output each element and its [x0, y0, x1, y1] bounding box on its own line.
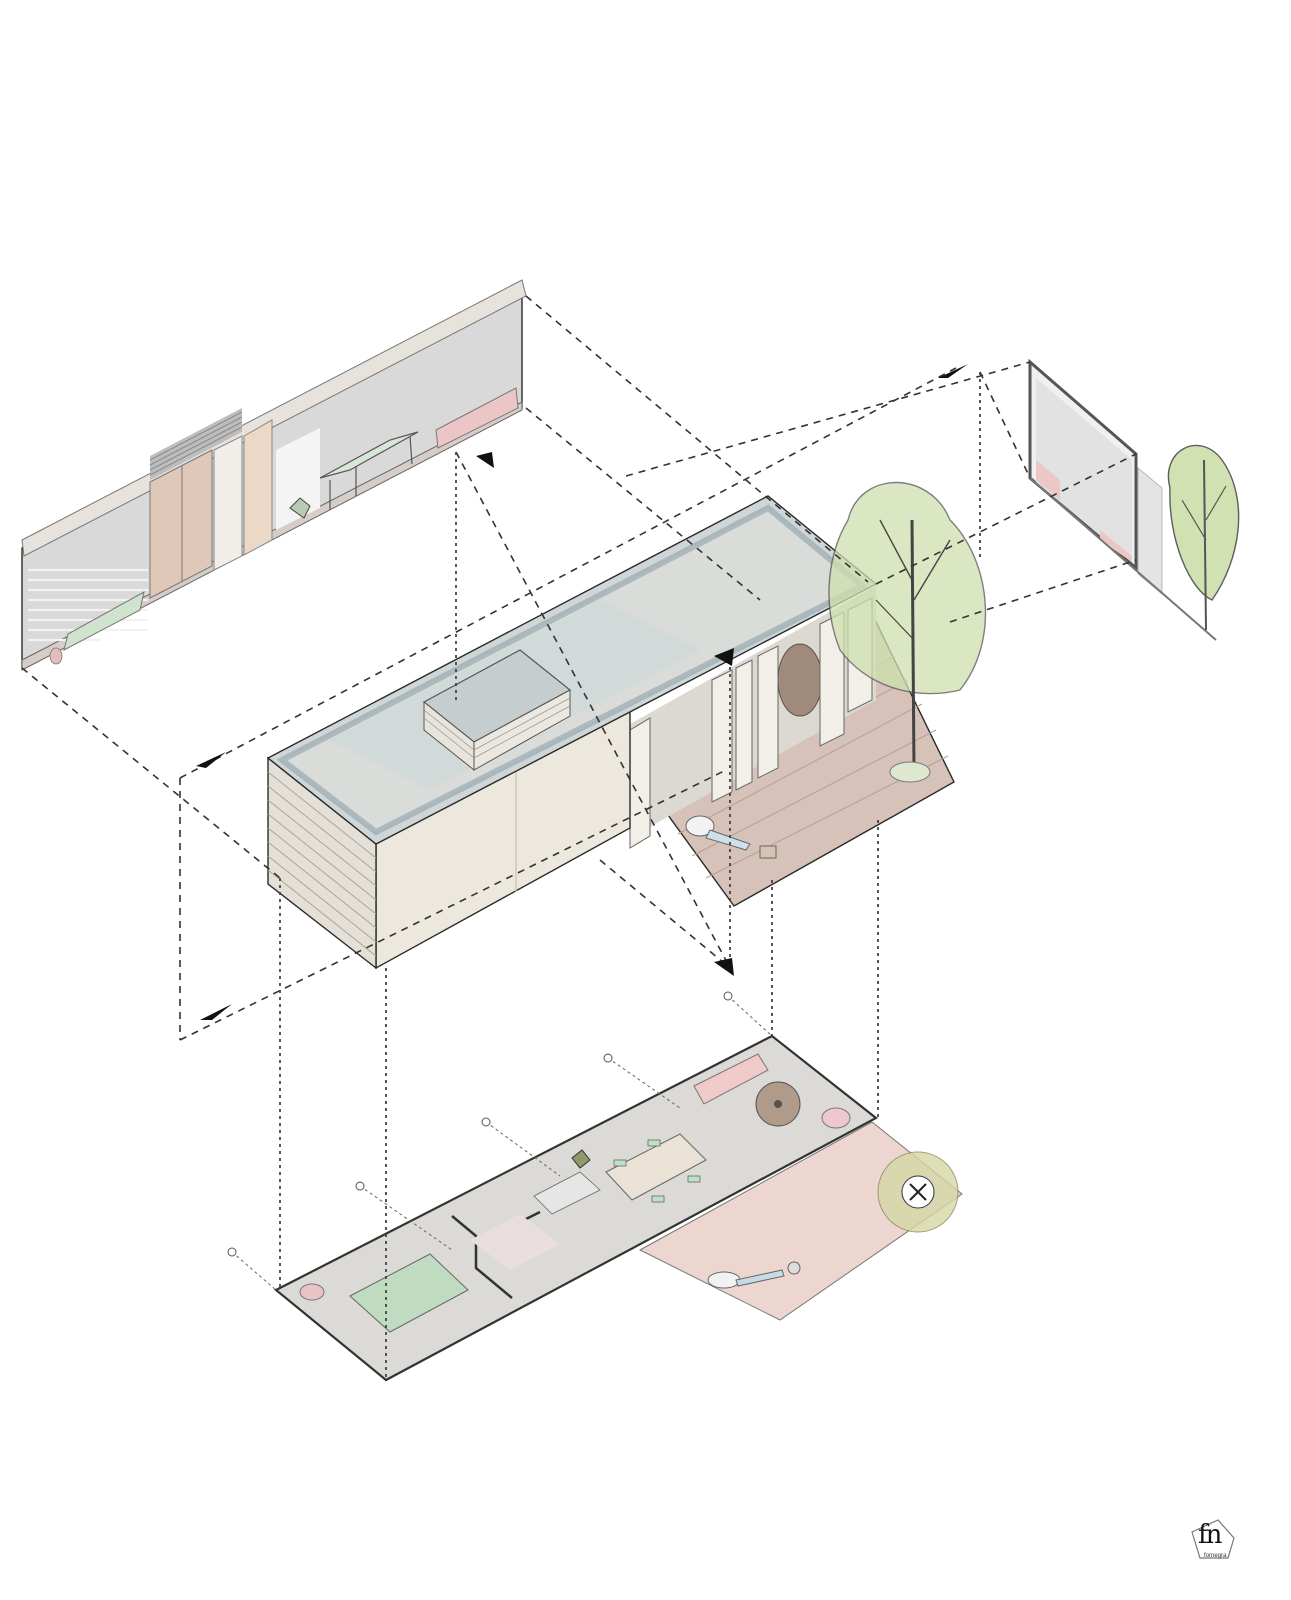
marker-icon	[355, 1181, 365, 1191]
logo-mark-icon	[1191, 1519, 1235, 1559]
marker-icon	[481, 1117, 491, 1127]
section-markers	[196, 364, 968, 1020]
section-arrow-icon	[938, 364, 968, 378]
logo-subtext: fornegra	[1204, 1553, 1227, 1559]
house-volume	[266, 495, 955, 970]
projection-lines	[21, 295, 1137, 1380]
tree	[828, 481, 987, 783]
section-arrow-icon	[714, 958, 734, 976]
marker-icon	[227, 1247, 237, 1257]
marker-icon	[723, 991, 733, 1001]
floor-plan	[274, 1034, 963, 1382]
plan-markers	[227, 991, 733, 1257]
section-arrow-icon	[196, 752, 226, 768]
marker-icon	[603, 1053, 613, 1063]
section-arrow-icon	[714, 648, 734, 666]
long-elevation	[21, 279, 527, 671]
logo-mark: fn	[1198, 1520, 1222, 1550]
section-arrow-icon	[200, 1004, 232, 1020]
end-elevation	[1028, 358, 1240, 641]
section-arrow-icon	[476, 452, 494, 468]
